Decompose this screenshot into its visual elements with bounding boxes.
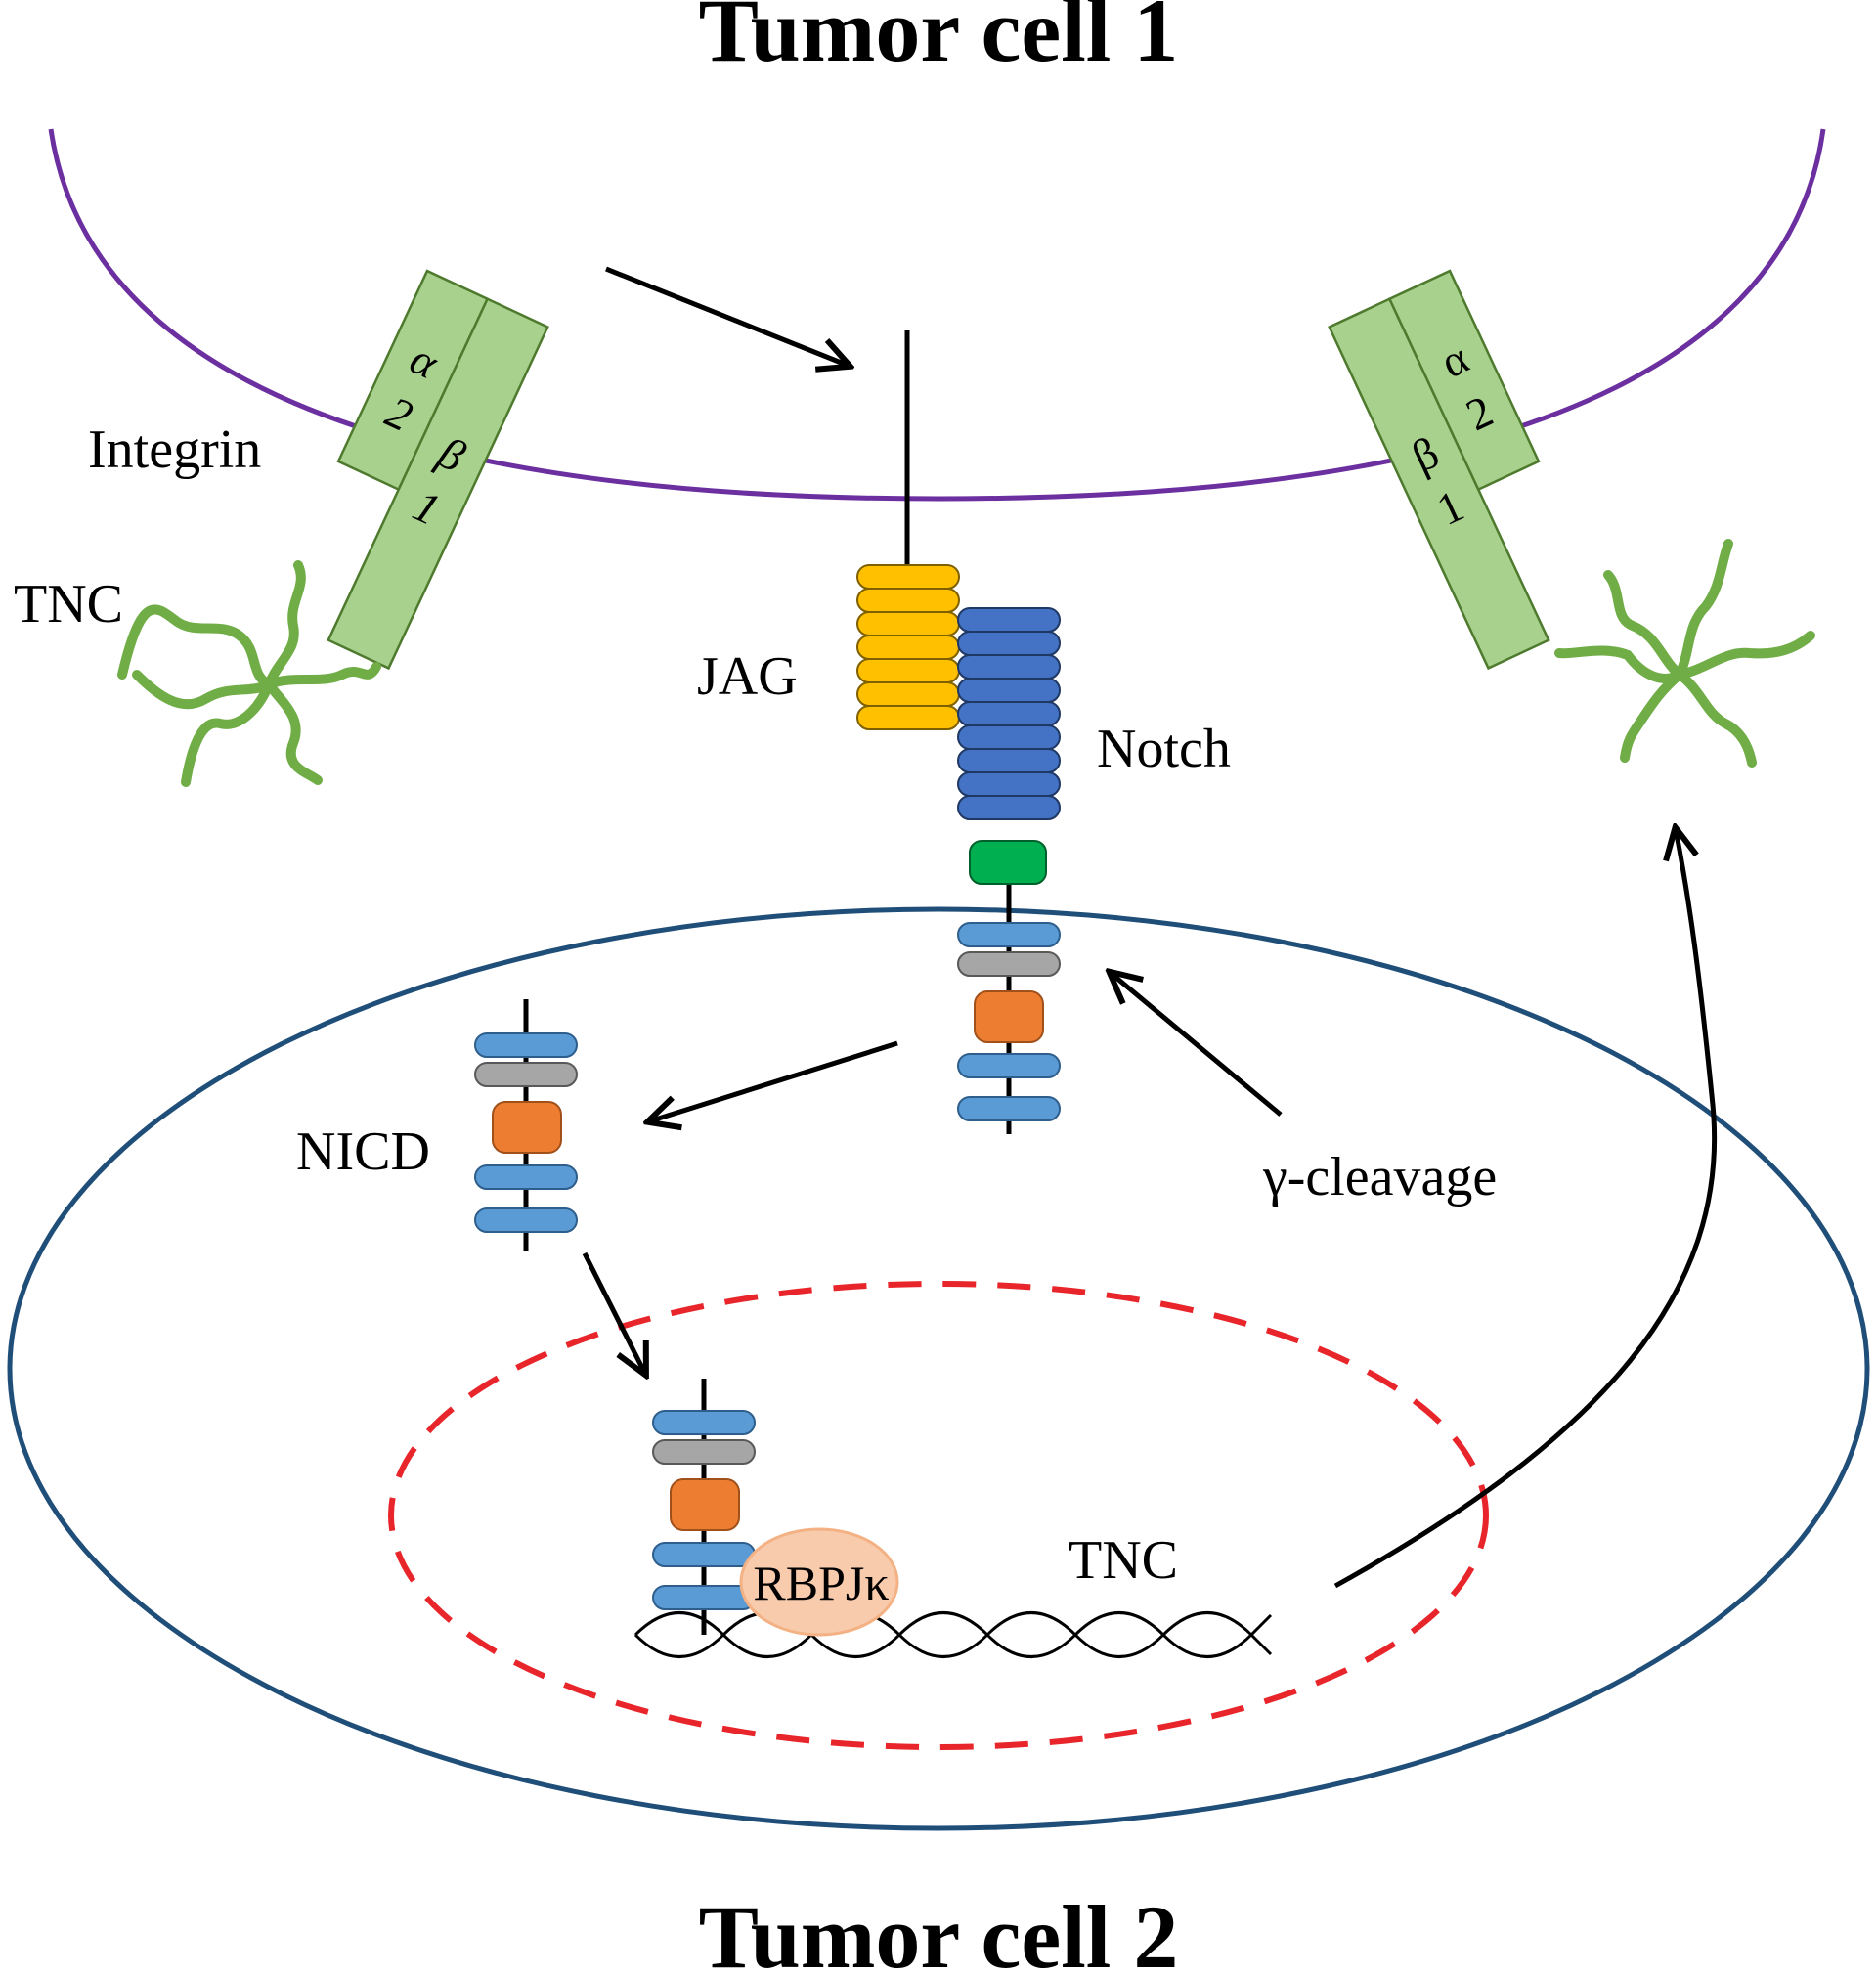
gamma-cleavage-label: γ-cleavage bbox=[1262, 1147, 1497, 1207]
arrow-tnc-secretion bbox=[1333, 829, 1718, 1589]
notch-intracellular-domains bbox=[957, 922, 1061, 1121]
nicd-label: NICD bbox=[296, 1121, 430, 1182]
integrin-left-beta-subunit bbox=[327, 297, 549, 671]
nucleus bbox=[388, 1281, 1489, 1750]
dna-helix bbox=[633, 1611, 1273, 1658]
arrow-gamma-cleavage bbox=[1111, 973, 1283, 1117]
notch-label: Notch bbox=[1097, 719, 1231, 779]
notch-receptor bbox=[957, 607, 1061, 820]
arrow-to-nicd bbox=[649, 1040, 898, 1121]
rbpjk-label: RBPJκ bbox=[753, 1556, 889, 1610]
tnc-protein-right bbox=[1554, 539, 1815, 768]
integrin-label: Integrin bbox=[88, 419, 261, 480]
cell1-membrane bbox=[48, 128, 1826, 502]
nuclear-nicd-domains bbox=[652, 1410, 756, 1610]
title-tumor-cell-1: Tumor cell 1 bbox=[699, 0, 1179, 80]
tnc-gene-label: TNC bbox=[1069, 1530, 1178, 1591]
jag-label: JAG bbox=[697, 646, 798, 707]
tnc-label-left: TNC bbox=[14, 574, 123, 635]
integrin-right: α 2 β 1 bbox=[1328, 269, 1550, 671]
notch-green-domain bbox=[969, 840, 1047, 885]
arrow-nicd-to-nucleus bbox=[582, 1251, 645, 1374]
integrin-left: α 2 β 1 bbox=[327, 269, 549, 671]
tnc-protein-left bbox=[117, 560, 381, 787]
jag-ligand bbox=[856, 564, 960, 730]
arrow-integrin-to-jag bbox=[605, 266, 849, 366]
rbpjk-protein bbox=[739, 1527, 899, 1637]
title-tumor-cell-2: Tumor cell 2 bbox=[699, 1887, 1179, 1975]
cell2-membrane bbox=[7, 906, 1870, 1831]
integrin-right-alpha-subunit bbox=[1387, 269, 1541, 492]
nicd-domains bbox=[474, 1032, 578, 1233]
